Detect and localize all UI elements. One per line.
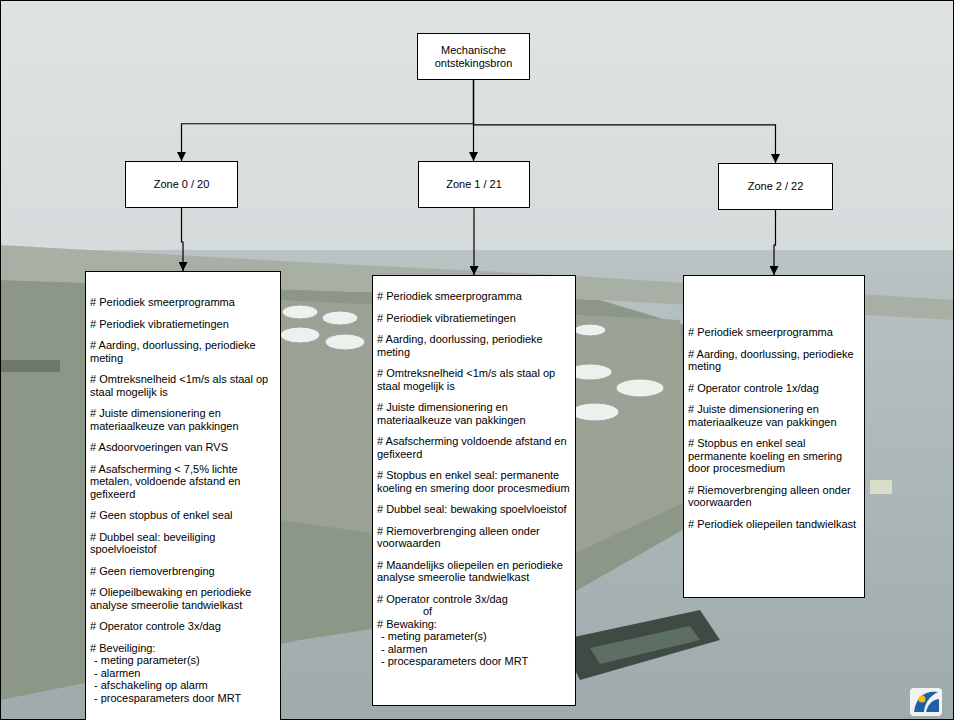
list-item: # Dubbel seal: beveiliging spoelvloeisto… [90, 531, 276, 556]
list-item: # Periodiek smeerprogramma [688, 326, 860, 339]
list-item: # Periodiek oliepeilen tandwielkast [688, 518, 860, 531]
list-item: # Riemoverbrenging alleen onder voorwaar… [377, 525, 571, 550]
list-item: # Aarding, doorlussing, periodieke metin… [688, 348, 860, 373]
list-item: # Oliepeilbewaking en periodieke analyse… [90, 586, 276, 611]
box-label: Mechanische ontstekingsbron [422, 44, 525, 69]
box-label: Zone 2 / 22 [748, 180, 804, 193]
list-item: - alarmen [90, 667, 276, 680]
connector-arrow [182, 208, 184, 271]
connector-arrow [473, 208, 474, 275]
list-item: - afschakeling op alarm [90, 679, 276, 692]
list-item: # Operator controle 3x/dag [90, 620, 276, 633]
list-item: # Juiste dimensionering en materiaalkeuz… [90, 407, 276, 432]
building [870, 480, 892, 494]
list-item: # Asafscherming voldoende afstand en gef… [377, 435, 571, 460]
list-item: # Aarding, doorlussing, periodieke metin… [90, 339, 276, 364]
ship-deck [590, 626, 700, 664]
list-item: # Periodiek smeerprogramma [90, 296, 276, 309]
process-box: Zone 1 / 21 [418, 161, 530, 208]
list-item: # Maandelijks oliepeilen en periodieke a… [377, 559, 571, 584]
process-box: Zone 0 / 20 [125, 161, 238, 208]
water [0, 250, 954, 720]
list-item: # Geen stopbus of enkel seal [90, 509, 276, 522]
list-item: # Periodiek smeerprogramma [377, 290, 571, 303]
list-item: # Beveiliging: [90, 642, 276, 655]
list-item: # Operator controle 3x/dag [377, 593, 571, 606]
list-item: # Omtreksnelheid <1m/s als staal op staa… [90, 373, 276, 398]
list-item: # Asafscherming < 7,5% lichte metalen, v… [90, 463, 276, 501]
list-item: # Aarding, doorlussing, periodieke metin… [377, 333, 571, 358]
connector-arrow [182, 80, 474, 161]
list-box: # Periodiek smeerprogramma # Aarding, doo… [683, 275, 865, 598]
list-item: # Bewaking: [377, 618, 571, 631]
list-item: # Operator controle 1x/dag [688, 382, 860, 395]
pier [0, 360, 60, 372]
list-item: # Dubbel seal: bewaking spoelvloeistof [377, 503, 571, 516]
logo [910, 688, 942, 716]
list-item: # Periodiek vibratiemetingen [90, 318, 276, 331]
list-item: # Juiste dimensionering en materiaalkeuz… [688, 403, 860, 428]
list-item: - meting parameter(s) [377, 630, 571, 643]
connector-arrow [474, 80, 776, 163]
box-label: Zone 0 / 20 [154, 178, 210, 191]
list-item: # Stopbus en enkel seal permanente koeli… [688, 437, 860, 475]
list-item: of [377, 605, 571, 618]
list-item: - alarmen [377, 643, 571, 656]
list-box: # Periodiek smeerprogramma # Periodiek vi… [85, 271, 281, 720]
list-item: - procesparameters door MRT [377, 655, 571, 668]
list-item: # Periodiek vibratiemetingen [377, 312, 571, 325]
process-box: Zone 2 / 22 [718, 163, 833, 210]
ship [560, 610, 720, 680]
list-item: - meting parameter(s) [90, 654, 276, 667]
list-item: # Riemoverbrenging alleen onder voorwaar… [688, 484, 860, 509]
list-item: # Omtreksnelheid <1m/s als staal op staa… [377, 367, 571, 392]
list-item: - procesparameters door MRT [90, 692, 276, 705]
list-box: # Periodiek smeerprogramma # Periodiek vi… [372, 275, 576, 706]
list-item: # Asdoorvoeringen van RVS [90, 441, 276, 454]
list-item: # Stopbus en enkel seal: permanente koel… [377, 469, 571, 494]
process-box: Mechanische ontstekingsbron [417, 33, 530, 80]
list-item: # Juiste dimensionering en materiaalkeuz… [377, 401, 571, 426]
list-item: # Geen riemoverbrenging [90, 565, 276, 578]
box-label: Zone 1 / 21 [446, 178, 502, 191]
connector-arrow [774, 210, 776, 275]
